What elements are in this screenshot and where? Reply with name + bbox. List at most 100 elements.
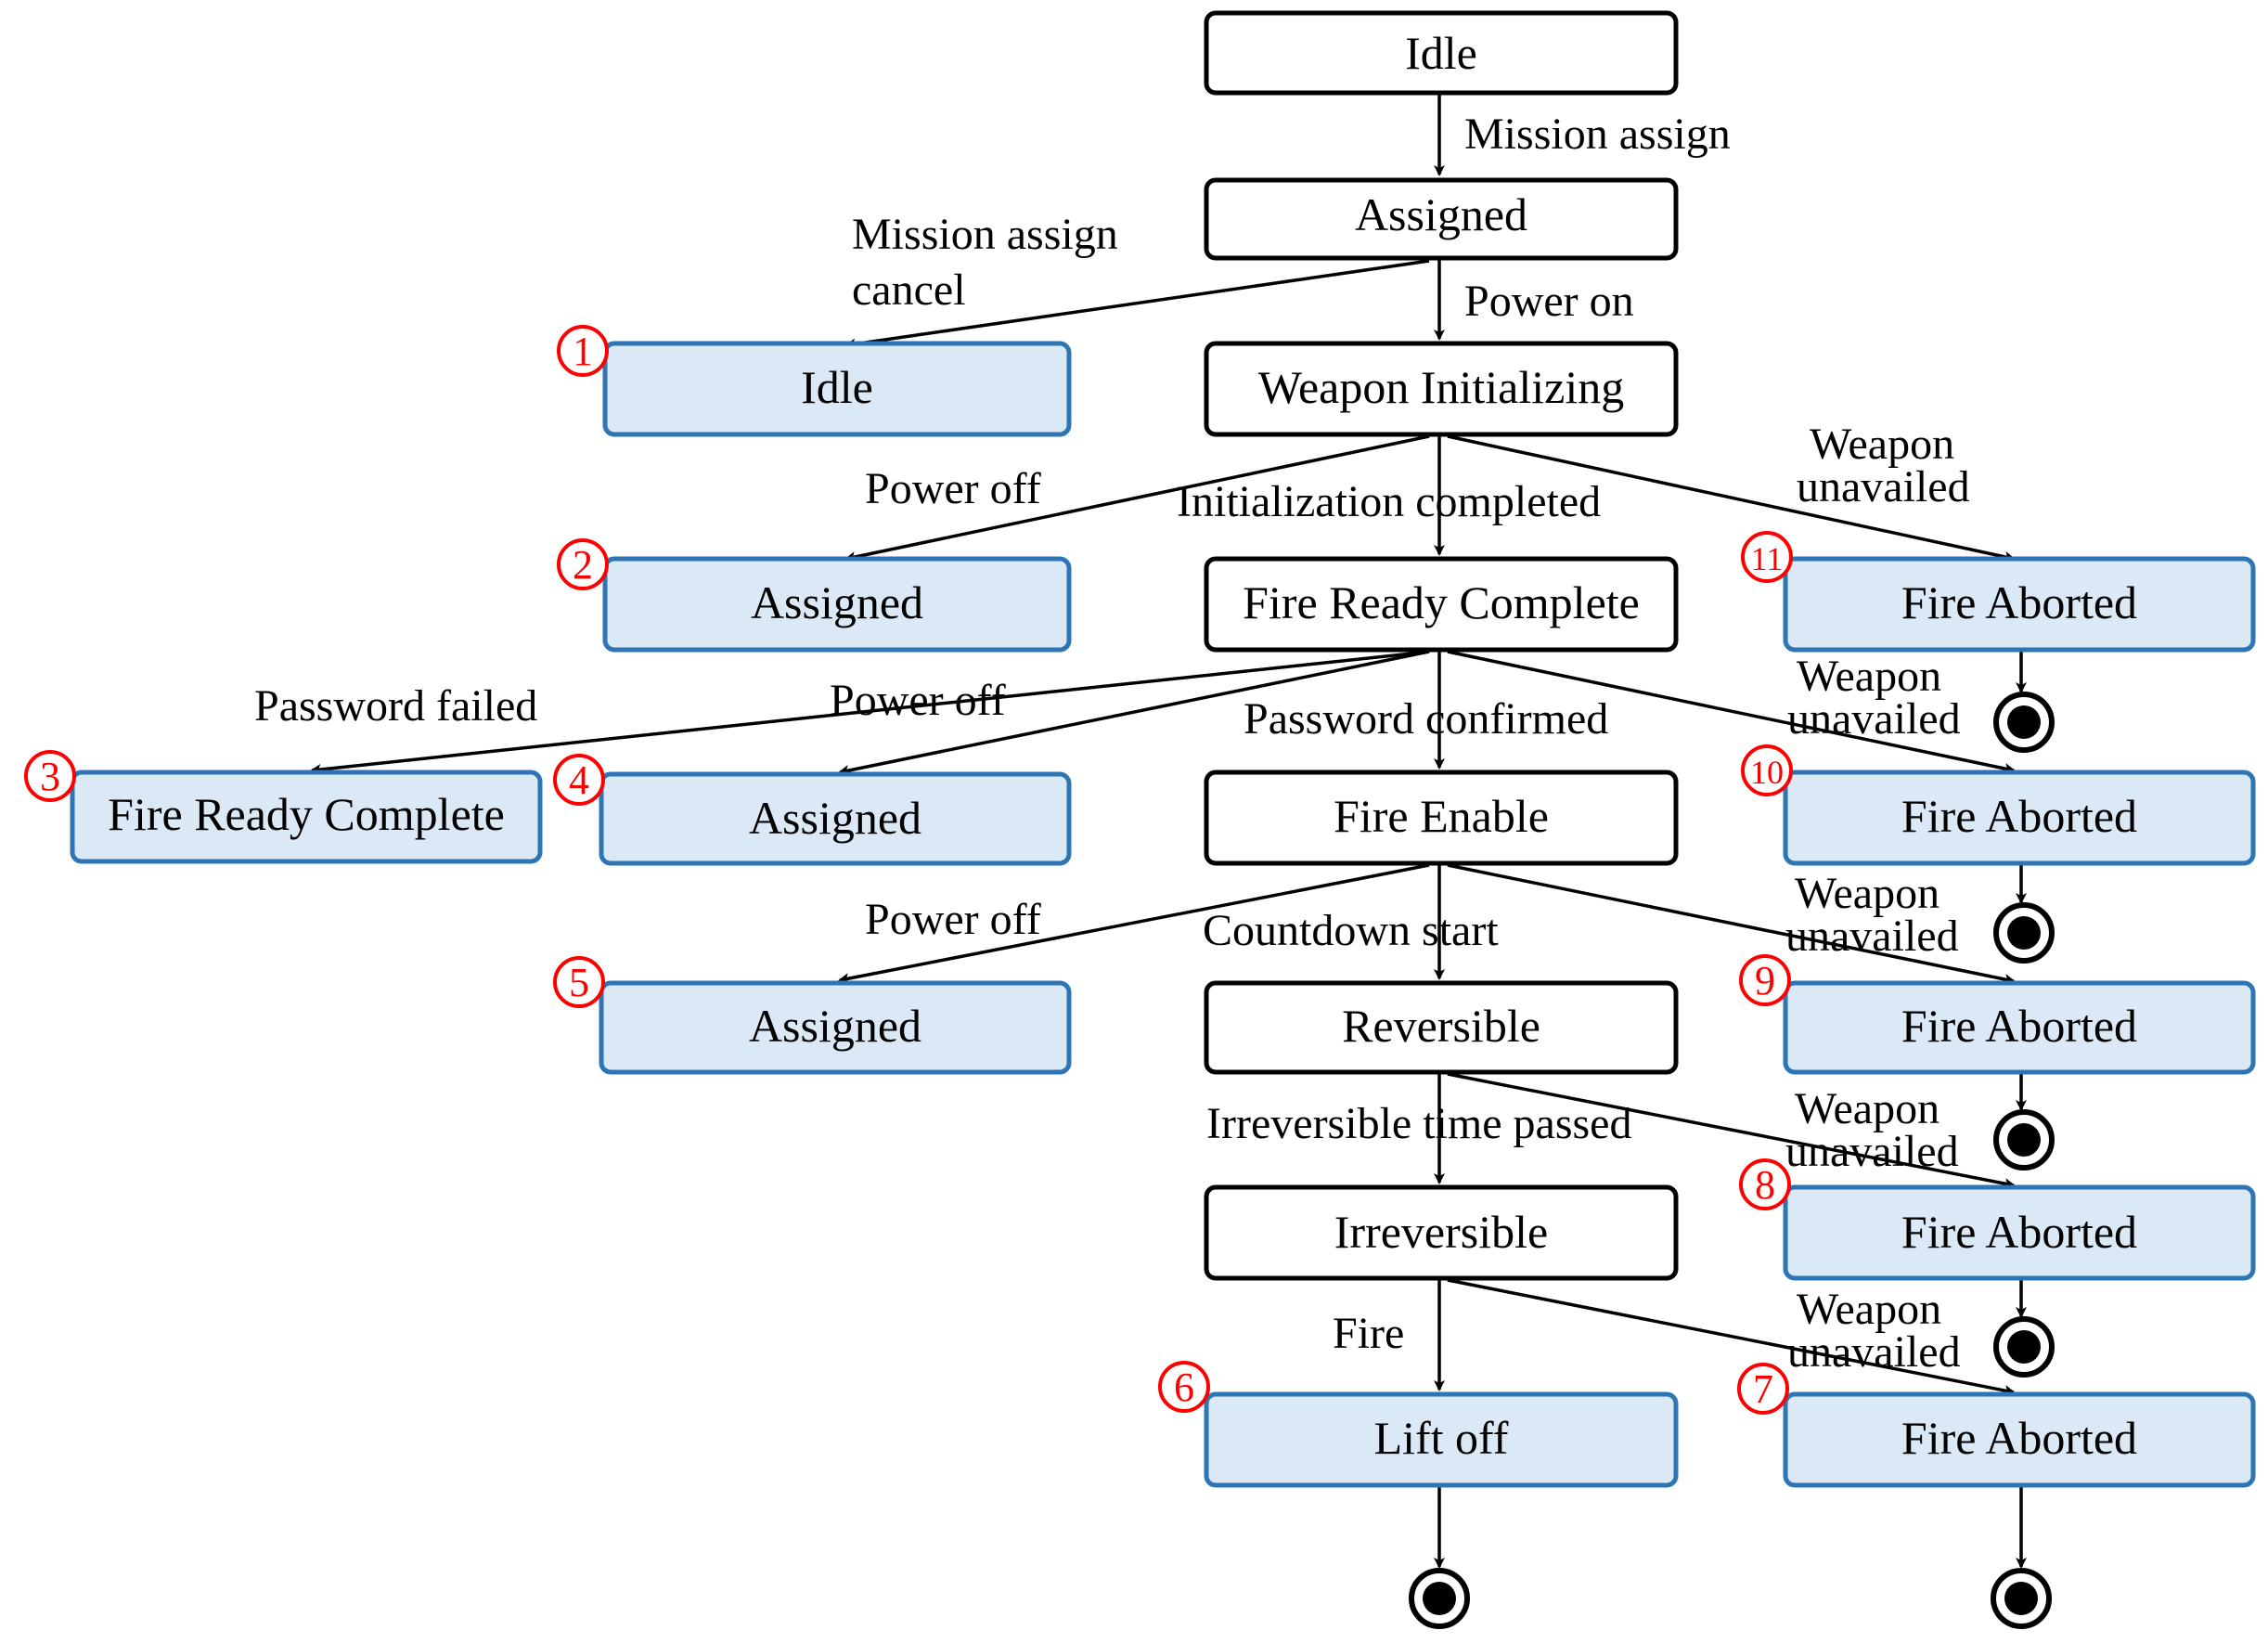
- marker-9: 9: [1739, 954, 1791, 1006]
- label-weapon-unavailed-10a: Weapon: [1797, 652, 1941, 701]
- transitions: [310, 95, 2027, 1569]
- label-init-completed: Initialization completed: [1177, 477, 1601, 526]
- left-alt-states: Idle Assigned Fire Ready Complete Assign…: [70, 341, 1072, 1075]
- svg-text:1: 1: [573, 329, 593, 374]
- final-state-icon: [1991, 1568, 2052, 1629]
- aborted-state-11: [1783, 556, 2256, 653]
- edge-fire-enable-to-aborted-9: [1447, 863, 2016, 985]
- svg-text:11: 11: [1751, 540, 1784, 577]
- aborted-state-7: [1783, 1391, 2256, 1488]
- svg-text:7: 7: [1753, 1366, 1773, 1412]
- state-lift-off: [1204, 1391, 1679, 1488]
- state-weapon-initializing-label: Weapon Initializing: [1258, 361, 1624, 413]
- svg-text:5: 5: [569, 960, 589, 1005]
- label-weapon-unavailed-11a: Weapon: [1810, 420, 1954, 469]
- edge-fire-enable-to-assigned-5: [838, 863, 1430, 984]
- label-weapon-unavailed-8b: unavailed: [1785, 1127, 1959, 1176]
- marker-8: 8: [1739, 1158, 1791, 1210]
- numbered-markers: 1 2 3 4 5 6 7 8: [24, 325, 1793, 1415]
- label-power-off-a: Power off: [865, 464, 1041, 513]
- edge-fire-ready-to-fire-ready-3: [310, 650, 1430, 775]
- edge-fire-ready-to-aborted-10: [1447, 650, 2016, 774]
- right-aborted-states: Fire Aborted Fire Aborted Fire Aborted F…: [1783, 556, 2256, 1488]
- final-state-icon: [1993, 902, 2055, 964]
- main-states: Idle Assigned Weapon Initializing Fire R…: [1204, 10, 1679, 1488]
- edge-irreversible-to-aborted-7: [1447, 1278, 2016, 1396]
- label-mission-assign: Mission assign: [1464, 110, 1731, 159]
- alt-state-4-label: Assigned: [749, 792, 921, 844]
- state-lift-off-label: Lift off: [1374, 1412, 1509, 1464]
- alt-state-1-idle: [602, 341, 1072, 437]
- label-password-confirmed: Password confirmed: [1244, 694, 1608, 744]
- label-weapon-unavailed-7b: unavailed: [1787, 1327, 1961, 1377]
- svg-text:6: 6: [1174, 1365, 1194, 1410]
- label-weapon-unavailed-10b: unavailed: [1787, 694, 1961, 744]
- marker-6: 6: [1158, 1361, 1210, 1413]
- alt-state-5-assigned: [599, 980, 1072, 1075]
- transition-labels: Mission assign Mission assign cancel Pow…: [254, 110, 1970, 1377]
- state-irreversible: [1204, 1184, 1679, 1281]
- label-weapon-unavailed-9b: unavailed: [1785, 912, 1959, 961]
- alt-state-4-assigned: [599, 771, 1072, 866]
- marker-2: 2: [557, 538, 609, 590]
- final-state-icon: [1409, 1568, 1470, 1629]
- edge-weapon-init-to-assigned-2: [844, 434, 1430, 563]
- state-assigned-label: Assigned: [1355, 188, 1527, 240]
- marker-4: 4: [553, 754, 605, 806]
- aborted-state-7-label: Fire Aborted: [1901, 1412, 2137, 1464]
- state-fire-enable: [1204, 770, 1679, 866]
- alt-state-3-label: Fire Ready Complete: [108, 788, 505, 840]
- aborted-state-10-label: Fire Aborted: [1901, 790, 2137, 842]
- alt-state-5-label: Assigned: [749, 1000, 921, 1052]
- state-assigned: [1204, 177, 1679, 261]
- state-fire-ready-complete: [1204, 556, 1679, 653]
- state-fire-ready-complete-label: Fire Ready Complete: [1243, 576, 1640, 628]
- label-power-off-b: Power off: [830, 676, 1006, 725]
- state-weapon-initializing: [1204, 341, 1679, 437]
- label-power-off-c: Power off: [865, 895, 1041, 944]
- edge-reversible-to-aborted-8: [1447, 1072, 2016, 1189]
- label-power-on: Power on: [1464, 277, 1634, 326]
- label-weapon-unavailed-9a: Weapon: [1795, 869, 1939, 918]
- alt-state-3-fire-ready: [70, 770, 543, 864]
- label-countdown-start: Countdown start: [1203, 906, 1499, 955]
- svg-text:8: 8: [1755, 1162, 1775, 1208]
- state-idle-label: Idle: [1405, 27, 1477, 79]
- state-irreversible-label: Irreversible: [1334, 1206, 1548, 1258]
- svg-text:9: 9: [1755, 958, 1775, 1003]
- final-state-icon: [1993, 692, 2055, 753]
- state-fire-enable-label: Fire Enable: [1334, 790, 1549, 842]
- marker-3: 3: [24, 750, 76, 802]
- alt-state-1-label: Idle: [801, 361, 873, 413]
- label-weapon-unavailed-11b: unavailed: [1797, 462, 1970, 511]
- edge-weapon-init-to-aborted-11: [1447, 434, 2016, 563]
- final-state-icon: [1993, 1316, 2055, 1378]
- svg-text:2: 2: [573, 542, 593, 588]
- state-idle: [1204, 10, 1679, 96]
- alt-state-2-assigned: [602, 556, 1072, 653]
- svg-text:3: 3: [40, 754, 60, 799]
- state-reversible: [1204, 980, 1679, 1075]
- aborted-state-9-label: Fire Aborted: [1901, 1000, 2137, 1052]
- marker-5: 5: [553, 956, 605, 1008]
- alt-state-2-label: Assigned: [751, 576, 923, 628]
- label-mission-assign-cancel-2: cancel: [852, 265, 966, 315]
- aborted-state-9: [1783, 980, 2256, 1075]
- state-reversible-label: Reversible: [1342, 1000, 1540, 1052]
- label-weapon-unavailed-7a: Weapon: [1797, 1285, 1941, 1334]
- marker-11: 11: [1741, 531, 1793, 583]
- marker-10: 10: [1741, 744, 1793, 796]
- edge-assigned-to-idle-1: [844, 259, 1430, 350]
- marker-1: 1: [557, 325, 609, 377]
- label-password-failed: Password failed: [254, 681, 537, 731]
- svg-text:4: 4: [569, 757, 589, 803]
- edge-fire-ready-to-assigned-4: [838, 650, 1430, 776]
- final-state-icon: [1993, 1109, 2055, 1171]
- label-fire: Fire: [1333, 1309, 1404, 1358]
- svg-text:10: 10: [1750, 754, 1784, 791]
- label-mission-assign-cancel-1: Mission assign: [852, 210, 1118, 259]
- aborted-state-11-label: Fire Aborted: [1901, 576, 2137, 628]
- label-weapon-unavailed-8a: Weapon: [1795, 1084, 1939, 1133]
- aborted-state-8-label: Fire Aborted: [1901, 1206, 2137, 1258]
